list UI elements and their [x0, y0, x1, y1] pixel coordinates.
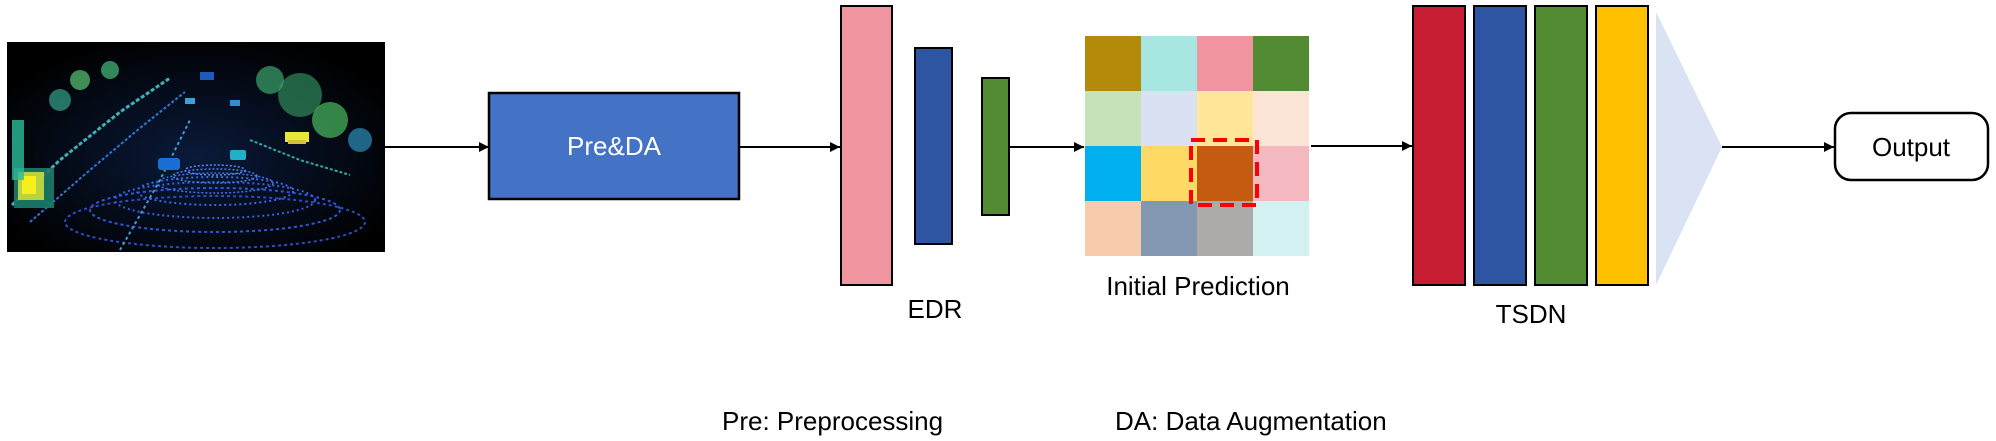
output-block: Output [1833, 111, 1990, 182]
prediction-cell [1197, 91, 1253, 146]
edr-bar-3 [981, 77, 1010, 216]
prediction-cell [1253, 36, 1309, 91]
lidar-point-cloud-image [7, 42, 385, 252]
tsdn-label: TSDN [1496, 299, 1567, 329]
prediction-cell [1141, 91, 1197, 146]
tsdn-cone [1656, 12, 1722, 285]
tsdn-bar-4 [1595, 5, 1649, 286]
tsdn-bar-2 [1473, 5, 1527, 286]
prediction-cell [1085, 201, 1141, 256]
tsdn-block: TSDN [1412, 5, 1722, 329]
legend-pre: Pre: Preprocessing [722, 406, 943, 436]
tsdn-bar-3 [1534, 5, 1588, 286]
prediction-grid [1085, 36, 1309, 256]
tsdn-bar-1 [1412, 5, 1466, 286]
edr-label: EDR [908, 294, 963, 324]
prediction-cell [1141, 146, 1197, 201]
legend-da: DA: Data Augmentation [1115, 406, 1387, 436]
prediction-highlight-box [1189, 138, 1259, 207]
prediction-cell [1085, 146, 1141, 201]
prediction-cell [1253, 146, 1309, 201]
edr-bar-1 [840, 5, 893, 286]
prediction-cell [1197, 201, 1253, 256]
prediction-cell [1141, 201, 1197, 256]
prediction-cell [1197, 36, 1253, 91]
initial-prediction-block: Initial Prediction [1085, 36, 1309, 301]
prediction-cell [1085, 36, 1141, 91]
initial-prediction-label: Initial Prediction [1106, 271, 1290, 301]
prediction-cell [1085, 91, 1141, 146]
prediction-cell [1197, 146, 1253, 201]
prediction-cell [1141, 36, 1197, 91]
output-label: Output [1872, 132, 1951, 162]
edr-bar-2 [914, 47, 953, 245]
prediction-cell [1253, 201, 1309, 256]
prediction-cell [1253, 91, 1309, 146]
edr-block: EDR [840, 5, 1010, 324]
preda-block: Pre&DA [487, 91, 741, 201]
preda-label: Pre&DA [567, 131, 662, 161]
